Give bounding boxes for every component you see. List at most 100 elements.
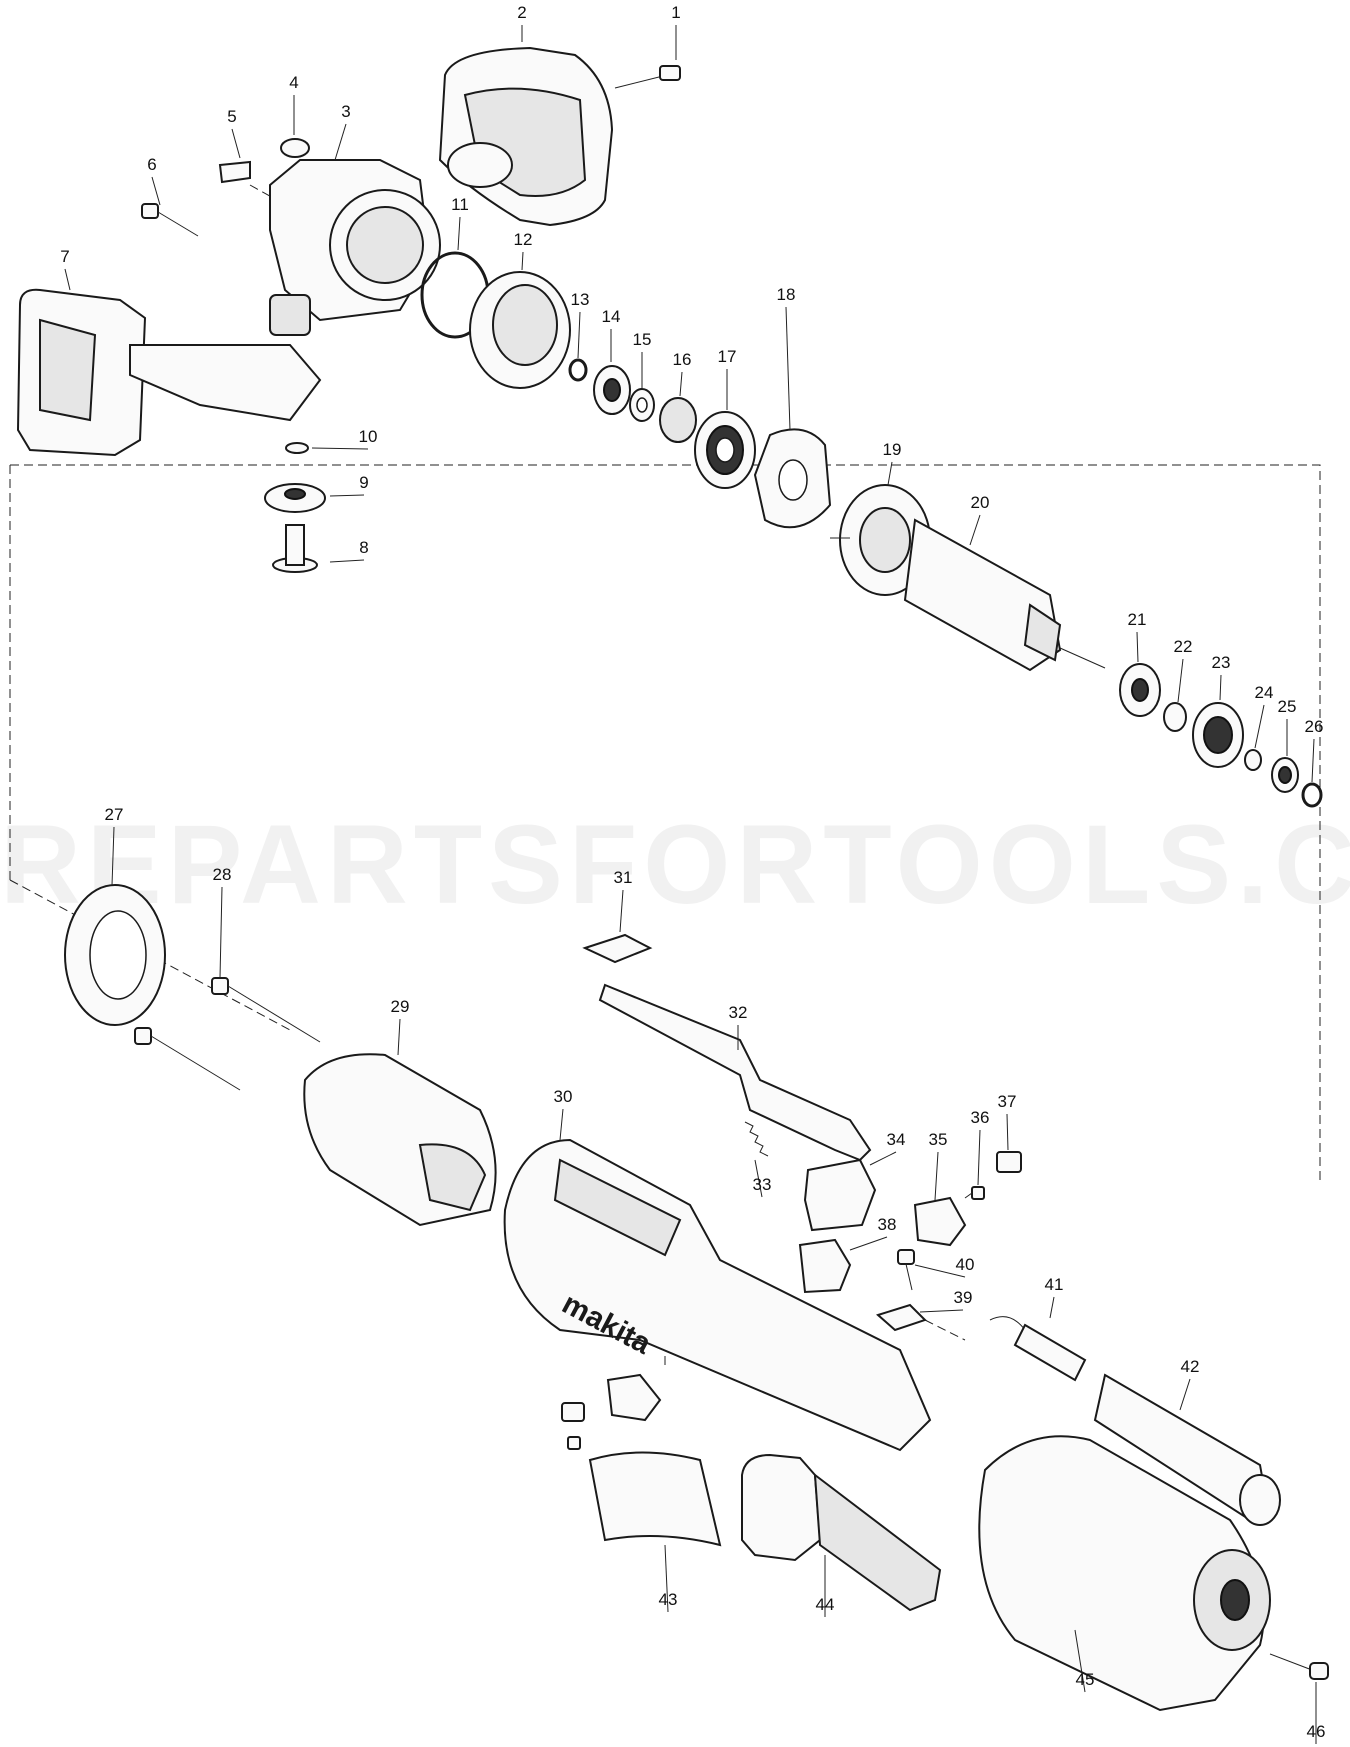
part-4-cap xyxy=(280,138,310,158)
leader-line-23 xyxy=(1219,674,1222,701)
part-30-motor-housing: makita xyxy=(503,1138,932,1452)
callout-38: 38 xyxy=(878,1215,897,1234)
part-15-washer xyxy=(629,388,655,422)
part-17-ball-bearing xyxy=(694,411,756,489)
callout-26: 26 xyxy=(1305,717,1324,736)
leader-line-5 xyxy=(231,128,241,159)
callout-19: 19 xyxy=(883,440,902,459)
callout-27: 27 xyxy=(105,805,124,824)
callout-20: 20 xyxy=(971,493,990,512)
part-2-gear-housing-cover xyxy=(438,46,614,227)
leader-line-37 xyxy=(1006,1113,1009,1151)
callout-22: 22 xyxy=(1174,637,1193,656)
part-40-screw xyxy=(897,1249,915,1291)
callout-10: 10 xyxy=(359,427,378,446)
callout-24: 24 xyxy=(1255,683,1274,702)
callout-40: 40 xyxy=(956,1255,975,1274)
part-14-bearing xyxy=(593,365,631,415)
part-25-bearing xyxy=(1271,757,1299,793)
part-29-field xyxy=(303,1053,497,1227)
leader-line-13 xyxy=(577,311,581,359)
part-44-switch-housing xyxy=(741,1453,942,1612)
part-18-plate xyxy=(753,428,832,529)
callout-32: 32 xyxy=(729,1003,748,1022)
part-36-screw xyxy=(964,1186,985,1200)
callout-33: 33 xyxy=(753,1175,772,1194)
part-24-ring xyxy=(1244,749,1262,771)
watermark-text: REPARTSFORTOOLS.COM xyxy=(0,802,1350,927)
part-42-cord-sleeve xyxy=(1093,1373,1281,1526)
callout-9: 9 xyxy=(359,473,368,492)
callout-5: 5 xyxy=(227,107,236,126)
part-19-fan xyxy=(830,484,931,596)
leader-line-29 xyxy=(397,1018,401,1056)
callout-29: 29 xyxy=(391,997,410,1016)
leader-line-45 xyxy=(1074,1629,1086,1693)
leader-lines xyxy=(64,25,1317,1744)
part-6-screw xyxy=(141,203,199,237)
part-38-terminal xyxy=(798,1238,852,1294)
part-33-spring xyxy=(744,1121,769,1157)
leader-line-28 xyxy=(219,886,223,979)
leader-line-34 xyxy=(869,1151,897,1166)
leader-line-16 xyxy=(679,371,683,397)
part-46-screw xyxy=(1269,1653,1329,1680)
callout-43: 43 xyxy=(659,1590,678,1609)
callout-37: 37 xyxy=(998,1092,1017,1111)
callout-1: 1 xyxy=(671,3,680,22)
callout-42: 42 xyxy=(1181,1357,1200,1376)
callout-25: 25 xyxy=(1278,697,1297,716)
part-23-ball-bearing xyxy=(1192,702,1244,768)
leader-line-39 xyxy=(919,1309,964,1313)
callout-2: 2 xyxy=(517,3,526,22)
leader-line-21 xyxy=(1136,631,1139,663)
part-7-front-cover xyxy=(16,288,322,457)
leader-line-22 xyxy=(1177,658,1184,703)
callout-34: 34 xyxy=(887,1130,906,1149)
callout-4: 4 xyxy=(289,73,298,92)
leader-line-10 xyxy=(311,447,369,450)
leader-line-6 xyxy=(151,176,161,206)
callout-46: 46 xyxy=(1307,1722,1326,1741)
part-37-carbon-brush xyxy=(996,1151,1022,1173)
part-35-brush-holder xyxy=(913,1196,967,1247)
part-3-gear-housing xyxy=(269,159,441,336)
part-8-bolt xyxy=(272,524,318,573)
callout-12: 12 xyxy=(514,230,533,249)
leader-line-43 xyxy=(664,1544,669,1613)
part-27-baffle-plate xyxy=(64,884,166,1026)
callout-14: 14 xyxy=(602,307,621,326)
part-10-o-ring xyxy=(285,442,309,454)
callout-23: 23 xyxy=(1212,653,1231,672)
part-1-screw xyxy=(614,65,681,89)
leader-line-11 xyxy=(457,216,461,251)
leader-line-20 xyxy=(969,514,981,546)
leader-line-7 xyxy=(64,268,71,291)
callout-30: 30 xyxy=(554,1087,573,1106)
part-45-rear-cover xyxy=(978,1435,1271,1712)
leader-line-35 xyxy=(934,1151,939,1201)
callout-39: 39 xyxy=(954,1288,973,1307)
callout-41: 41 xyxy=(1045,1275,1064,1294)
part-26-retaining-ring xyxy=(1301,782,1323,808)
part-5-clip xyxy=(218,160,251,184)
callout-17: 17 xyxy=(718,347,737,366)
leader-line-3 xyxy=(334,123,347,161)
callout-45: 45 xyxy=(1076,1670,1095,1689)
part-16-bevel-gear xyxy=(659,397,697,443)
leader-line-24 xyxy=(1254,704,1265,749)
callout-18: 18 xyxy=(777,285,796,304)
part-brush-set-lower xyxy=(561,1373,662,1450)
callout-16: 16 xyxy=(673,350,692,369)
leader-line-12 xyxy=(521,251,524,271)
part-41-cord-guard xyxy=(989,1316,1087,1382)
leader-line-26 xyxy=(1311,738,1315,783)
leader-line-33 xyxy=(754,1159,763,1198)
part-12-bearing-box xyxy=(469,271,571,389)
leader-line-36 xyxy=(977,1129,981,1186)
part-43-label xyxy=(588,1451,722,1547)
leader-line-19 xyxy=(887,461,893,486)
callout-35: 35 xyxy=(929,1130,948,1149)
